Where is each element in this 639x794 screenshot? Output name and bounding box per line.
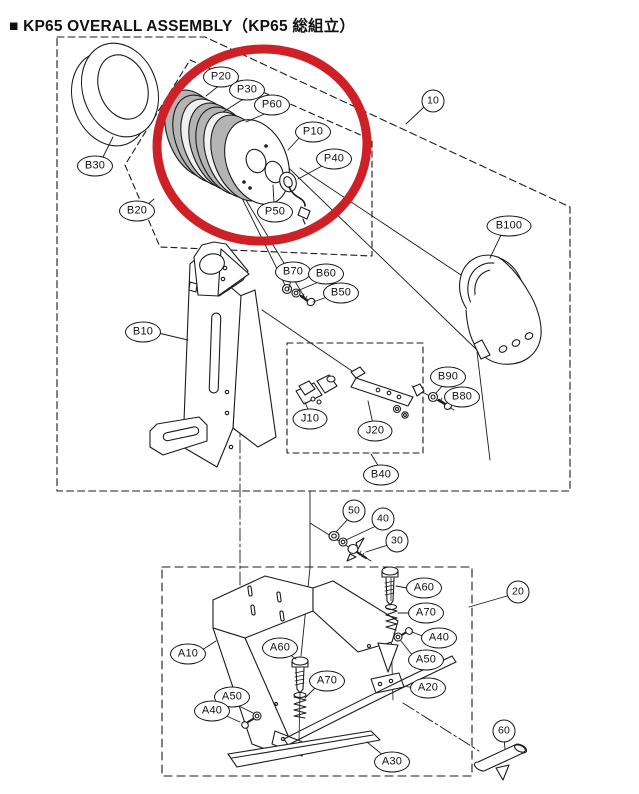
part-60-rod <box>474 743 527 781</box>
dashed-box-assembly-10 <box>56 36 571 492</box>
part-b10-stand <box>149 241 277 468</box>
highlight-ellipse <box>152 44 372 246</box>
part-b90-b80-screws <box>427 391 453 410</box>
part-j20-bracket <box>350 366 425 419</box>
dashed-box-speaker-b20 <box>124 59 373 257</box>
part-p40-cord-grommet <box>279 171 311 225</box>
part-a60-a70-mid <box>241 656 309 729</box>
part-b30-ring <box>71 42 159 147</box>
part-a60-a70-right <box>381 566 413 642</box>
part-50-40-30-wingbolt <box>328 530 368 562</box>
dashed-box-jack-b40 <box>286 342 424 454</box>
part-a30-strip <box>227 730 381 768</box>
page-title: ■ KP65 OVERALL ASSEMBLY（KP65 総組立） <box>9 18 356 36</box>
part-j10-jack <box>295 374 338 405</box>
part-p10-baffle <box>224 119 290 205</box>
part-a10-base <box>212 575 399 757</box>
part-b100-housing <box>459 254 542 365</box>
part-p50-ring <box>264 160 284 184</box>
part-speaker-stack <box>164 89 311 225</box>
